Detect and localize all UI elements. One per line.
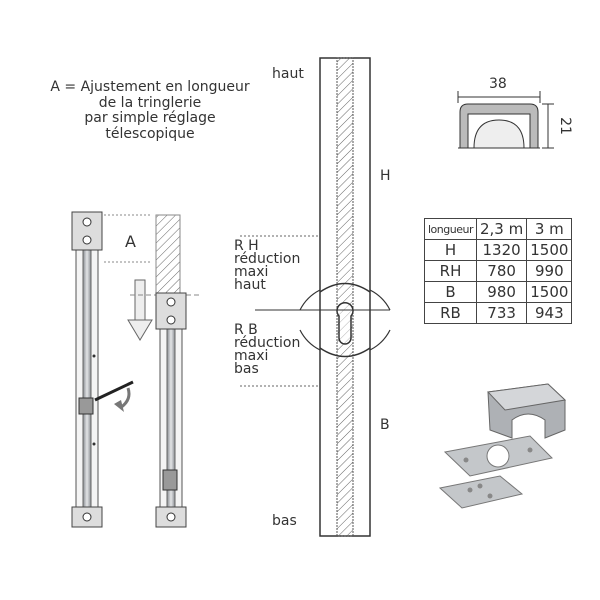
label-rb: R B réduction maxi bas xyxy=(234,322,301,377)
table-cell: RH xyxy=(424,260,477,282)
profile-width: 38 xyxy=(489,76,507,92)
bracket-photo xyxy=(486,383,567,439)
label-b: B xyxy=(380,417,390,433)
rod-shortened xyxy=(155,214,187,528)
profile-cross-section xyxy=(457,91,554,149)
plate-photo xyxy=(438,435,553,509)
rh-line: R H xyxy=(234,238,259,254)
table-cell: RB xyxy=(424,302,477,324)
label-a: A xyxy=(125,232,136,251)
down-arrow-icon xyxy=(127,279,153,341)
table-header-row: longueur 2,3 m 3 m xyxy=(424,218,573,240)
rh-line: réduction xyxy=(234,251,301,267)
table-header: 3 m xyxy=(526,218,573,240)
rb-line: maxi xyxy=(234,348,269,364)
rb-line: bas xyxy=(234,361,259,377)
caption-line: par simple réglage xyxy=(84,110,216,126)
table-cell: B xyxy=(424,281,477,303)
table-cell: H xyxy=(424,239,477,261)
table-cell: 733 xyxy=(475,302,528,324)
table-header: 2,3 m xyxy=(475,218,528,240)
table-cell: 780 xyxy=(475,260,528,282)
rh-line: haut xyxy=(234,277,266,293)
table-cell: 1320 xyxy=(475,239,528,261)
table-cell: 1500 xyxy=(526,281,573,303)
table-cell: 943 xyxy=(526,302,573,324)
caption-line: de la tringlerie xyxy=(98,94,202,111)
central-section xyxy=(240,57,391,537)
profile-height: 21 xyxy=(556,117,573,135)
rb-line: R B xyxy=(234,322,258,338)
label-haut: haut xyxy=(272,66,304,82)
caption-line: A = Ajustement en longueur xyxy=(50,79,250,95)
label-bas: bas xyxy=(272,513,297,529)
rod-full-length xyxy=(71,211,103,528)
caption-line: télescopique xyxy=(105,125,195,142)
table-cell: 1500 xyxy=(526,239,573,261)
label-rh: R H réduction maxi haut xyxy=(234,238,301,293)
adjustment-caption: A = Ajustement en longueur de la tringle… xyxy=(20,79,280,142)
table-cell: 990 xyxy=(526,260,573,282)
table-header: longueur xyxy=(424,218,477,240)
table-cell: 980 xyxy=(475,281,528,303)
rb-line: réduction xyxy=(234,335,301,351)
label-h: H xyxy=(380,168,391,184)
rh-line: maxi xyxy=(234,264,269,280)
